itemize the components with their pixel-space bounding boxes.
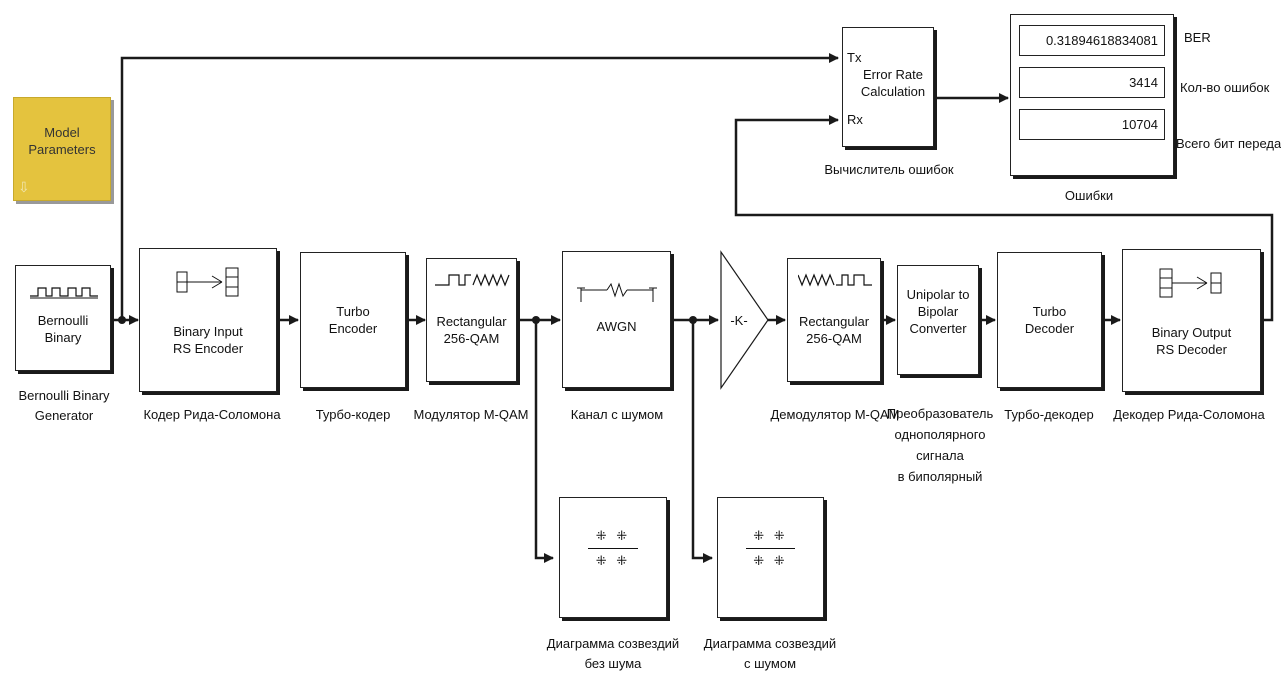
qam-modulator-caption: Модулятор M-QAM	[413, 407, 529, 422]
line-scope1	[534, 320, 554, 563]
total-bits-value: 10704	[1019, 109, 1165, 140]
scope2-caption: Диаграмма созвездий с шумом	[703, 636, 837, 671]
ber-value: 0.318946188340​81	[1019, 25, 1165, 56]
tx-port-label: Tx	[847, 50, 862, 65]
junction-dot	[532, 316, 540, 324]
error-display-block[interactable]: 0.318946188340​81 3414 10704	[1010, 14, 1174, 176]
turbo-decoder-caption: Турбо-декодер	[1004, 407, 1094, 422]
junction-dot	[118, 316, 126, 324]
junction-dot	[689, 316, 697, 324]
error-rate-label: Error Rate Calculation	[860, 67, 926, 99]
error-count-value: 3414	[1019, 67, 1165, 98]
bernoulli-binary-block[interactable]: Bernoulli Binary	[15, 265, 111, 371]
awgn-caption: Канал с шумом	[570, 407, 664, 422]
rx-port-label: Rx	[847, 112, 863, 127]
gain-label: -K-	[730, 313, 748, 328]
qam-demodulator-caption: Демодулятор M-QAM	[770, 407, 900, 422]
decoder-icon	[1159, 268, 1222, 298]
turbo-decoder-block[interactable]: Turbo Decoder	[997, 252, 1102, 388]
bernoulli-caption: Bernoulli Binary Generator	[18, 388, 110, 423]
bernoulli-label: Bernoulli Binary	[37, 313, 89, 345]
model-parameters-label: Model Parameters	[28, 125, 96, 157]
constellation-scope-no-noise[interactable]: ⁜ ⁜ ⁜ ⁜	[559, 497, 667, 618]
turbo-encoder-label: Turbo Encoder	[328, 304, 378, 336]
turbo-encoder-block[interactable]: Turbo Encoder	[300, 252, 406, 388]
rs-encoder-block[interactable]: Binary Input RS Encoder	[139, 248, 277, 392]
down-arrow-icon: ⇩	[18, 179, 30, 195]
ber-label: BER	[1184, 30, 1211, 45]
pulse-icon	[30, 287, 98, 299]
rs-encoder-caption: Кодер Рида-Соломона	[143, 407, 281, 422]
constellation-scope-noise[interactable]: ⁜ ⁜ ⁜ ⁜	[717, 497, 824, 618]
encoder-icon	[176, 267, 239, 297]
line-rx-feedback	[734, 115, 1274, 322]
error-count-label: Кол-во ошибок	[1180, 80, 1270, 95]
rs-decoder-caption: Декодер Рида-Соломона	[1113, 407, 1265, 422]
constellation-icon: ⁜ ⁜ ⁜ ⁜	[560, 528, 666, 569]
modulation-waveform-icon	[435, 273, 510, 287]
error-rate-caption: Вычислитель ошибок	[824, 162, 954, 177]
qam-modulator-block[interactable]: Rectangular 256-QAM	[426, 258, 517, 382]
awgn-label: AWGN	[596, 319, 637, 334]
unipolar-caption: Преобразователь однополярного сигнала в …	[886, 406, 994, 484]
total-bits-label: Всего бит передано	[1176, 136, 1281, 151]
error-rate-block[interactable]: Tx Rx Error Rate Calculation	[842, 27, 934, 147]
qam-demodulator-label: Rectangular 256-QAM	[798, 314, 870, 346]
model-parameters-block[interactable]: Model Parameters ⇩	[13, 97, 111, 201]
awgn-channel-block[interactable]: AWGN	[562, 251, 671, 388]
qam-demodulator-block[interactable]: Rectangular 256-QAM	[787, 258, 881, 382]
scope1-caption: Диаграмма созвездий без шума	[546, 636, 680, 671]
channel-icon	[577, 282, 657, 302]
constellation-icon: ⁜ ⁜ ⁜ ⁜	[718, 528, 823, 569]
display-caption: Ошибки	[1064, 188, 1114, 203]
qam-modulator-label: Rectangular 256-QAM	[436, 314, 507, 346]
rs-encoder-label: Binary Input RS Encoder	[172, 324, 244, 356]
demodulation-waveform-icon	[798, 273, 872, 287]
line-scope2	[691, 320, 713, 563]
unipolar-bipolar-block[interactable]: Unipolar to Bipolar Converter	[897, 265, 979, 375]
rs-decoder-block[interactable]: Binary Output RS Decoder	[1122, 249, 1261, 392]
turbo-encoder-caption: Турбо-кодер	[315, 407, 391, 422]
gain-block-shape	[720, 250, 769, 390]
turbo-decoder-label: Turbo Decoder	[1024, 304, 1075, 336]
line-tx-feed	[120, 53, 839, 320]
rs-decoder-label: Binary Output RS Decoder	[1151, 325, 1232, 357]
unipolar-label: Unipolar to Bipolar Converter	[906, 287, 970, 336]
